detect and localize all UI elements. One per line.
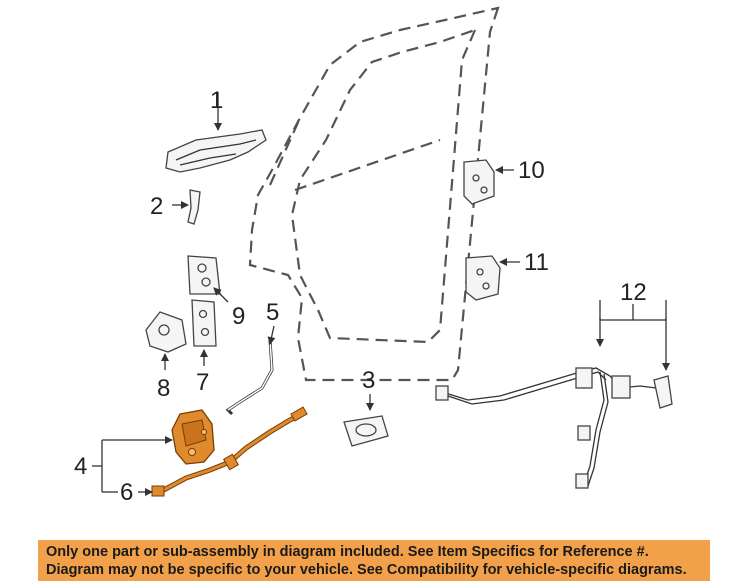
callout-4: 4 [74,453,87,480]
callout-3: 3 [362,367,375,394]
callout-5: 5 [266,299,279,326]
disclaimer-banner: Only one part or sub-assembly in diagram… [38,540,710,581]
callout-7: 7 [196,369,209,396]
callout-10: 10 [518,157,545,184]
hinge-part-11 [465,255,520,301]
disclaimer-line-2: Diagram may not be specific to your vehi… [46,562,687,578]
cable-part-6 [151,406,308,497]
disclaimer-line-1: Only one part or sub-assembly in diagram… [46,544,649,560]
callout-6: 6 [120,479,133,506]
latch-assembly-part-4 [171,409,215,465]
inside-handle-part-3 [343,394,389,447]
outside-handle-part [165,92,267,173]
bracket-part-7 [191,299,217,366]
door-frame-outline [248,6,500,382]
striker-part-8 [145,311,187,370]
callout-11: 11 [524,249,549,276]
callout-1: 1 [210,87,223,114]
callout-2: 2 [150,193,163,220]
bracket-part-9 [187,255,229,303]
hinge-part-10 [463,159,514,205]
clip-part [172,189,201,225]
rod-part-5 [225,325,276,416]
callout-8: 8 [157,375,170,402]
callout-leader-4-6 [92,436,173,496]
callout-9: 9 [232,303,245,330]
callout-12: 12 [620,279,647,306]
wiring-harness-part-12 [435,300,673,489]
